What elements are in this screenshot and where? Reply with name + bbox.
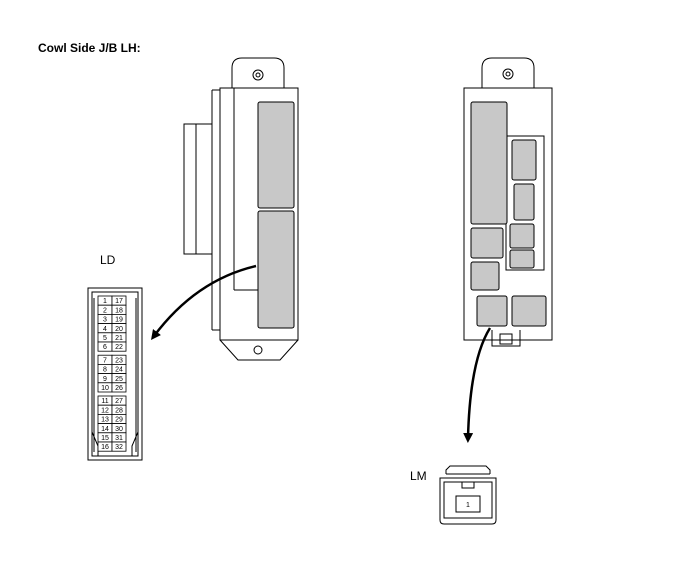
connector-ld-pin-right: 21: [115, 335, 123, 342]
connector-ld-pin-left: 4: [103, 326, 107, 333]
fuse-block-large: [470, 101, 508, 225]
connector-ld-pin-left: 5: [103, 335, 107, 342]
diagram-title: Cowl Side J/B LH:: [38, 41, 141, 55]
connector-ld-pin-right-cell: [111, 441, 127, 452]
connector-ld-pin-left: 10: [101, 385, 109, 392]
connector-ld-pins: 1 17 2 18 3 19 4 20 5 21 6 22 7 23 8 24 9 25 10 26 11 27 12 28 1…: [97, 295, 127, 452]
connector-ld-pin-right-cell: [111, 341, 127, 352]
arrow-to-lm: [463, 327, 492, 443]
relay-6: [470, 261, 500, 291]
connector-ld-pin-right: 28: [115, 407, 123, 414]
connector-ld-pin-right: 17: [115, 298, 123, 305]
connector-ld-pin-left: 16: [101, 444, 109, 451]
connector-ld-pin-right: 23: [115, 357, 123, 364]
connector-ld-pin-right-cell: [111, 382, 127, 393]
relay-2: [513, 183, 535, 221]
connector-ld-pin-left: 14: [101, 426, 109, 433]
connector-ld-pin-left: 2: [103, 307, 107, 314]
connector-ld: [87, 287, 143, 461]
connector-block-lower: [257, 210, 295, 329]
connector-ld-pin-right: 19: [115, 317, 123, 324]
relay-5: [470, 227, 504, 259]
connector-lm-pin: 1: [466, 502, 470, 509]
connector-lm-label: LM: [410, 469, 427, 483]
connector-lm-socket: [476, 295, 508, 327]
connector-ld-pin-left: 3: [103, 317, 107, 324]
connector-ld-pin-left: 7: [103, 357, 107, 364]
connector-ld-pin-right: 24: [115, 367, 123, 374]
connector-ld-pin-right: 26: [115, 385, 123, 392]
connector-block-upper: [257, 101, 295, 209]
arrow-to-ld: [150, 264, 257, 340]
connector-socket-right: [511, 295, 547, 327]
connector-ld-pin-right: 25: [115, 376, 123, 383]
relay-4: [509, 249, 535, 269]
connector-ld-pin-right: 18: [115, 307, 123, 314]
connector-ld-pin-left: 13: [101, 417, 109, 424]
connector-ld-pin-right: 31: [115, 435, 123, 442]
connector-ld-pin-right: 27: [115, 398, 123, 405]
connector-ld-pin-left: 1: [103, 298, 107, 305]
relay-1: [511, 139, 537, 181]
relay-3: [509, 223, 535, 249]
connector-ld-pin-right: 30: [115, 426, 123, 433]
connector-ld-pin-right: 29: [115, 417, 123, 424]
connector-ld-pin-left: 15: [101, 435, 109, 442]
connector-ld-pin-right: 22: [115, 344, 123, 351]
connector-ld-pin-right: 32: [115, 444, 123, 451]
connector-ld-pin-left: 12: [101, 407, 109, 414]
connector-lm: [439, 465, 497, 525]
connector-ld-pin-left: 9: [103, 376, 107, 383]
connector-ld-pin-right: 20: [115, 326, 123, 333]
connector-ld-pin-left: 11: [101, 398, 108, 405]
connector-ld-label: LD: [100, 253, 116, 267]
connector-ld-pin-left: 8: [103, 367, 107, 374]
connector-ld-pin-left: 6: [103, 344, 107, 351]
